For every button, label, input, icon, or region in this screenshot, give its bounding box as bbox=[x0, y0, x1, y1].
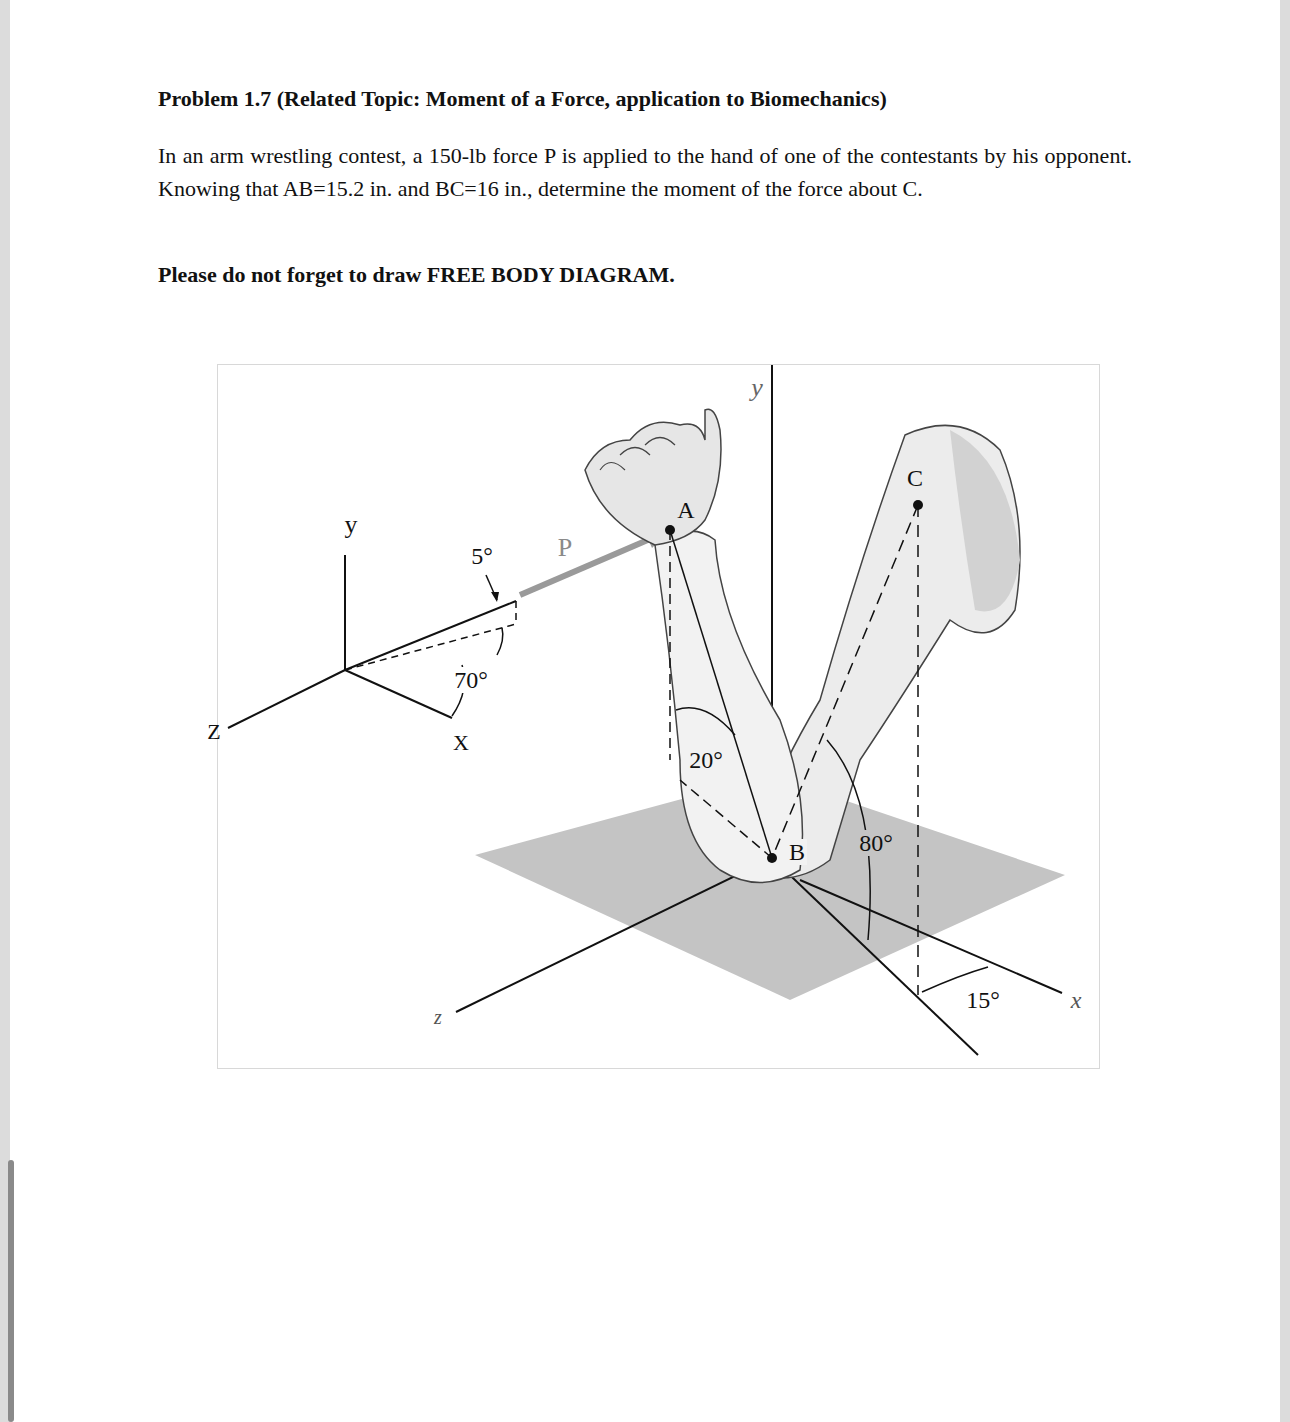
point-label: A bbox=[675, 497, 696, 523]
angle-label: 20° bbox=[687, 747, 725, 773]
arrowhead bbox=[491, 592, 499, 602]
scrollbar bbox=[8, 1160, 14, 1422]
instruction-note: Please do not forget to draw FREE BODY D… bbox=[158, 258, 1132, 291]
projection-lines bbox=[345, 601, 516, 670]
axis-label: z bbox=[432, 1006, 444, 1028]
angle-label: 80° bbox=[857, 830, 895, 856]
point-label: B bbox=[787, 839, 807, 865]
problem-statement: In an arm wrestling contest, a 150-lb fo… bbox=[158, 139, 1132, 205]
forearm bbox=[655, 531, 803, 882]
axes bbox=[456, 365, 1062, 1055]
point-dot bbox=[665, 525, 675, 535]
axis-label: x bbox=[1069, 987, 1084, 1013]
axis-label: X bbox=[451, 731, 471, 755]
figure-frame bbox=[218, 365, 1100, 1069]
point-dot bbox=[767, 853, 777, 863]
geometry-lines bbox=[670, 505, 988, 995]
axis-label: y bbox=[749, 374, 765, 402]
point-dot bbox=[913, 500, 923, 510]
axis-label: y bbox=[343, 511, 360, 539]
angle-label: 5° bbox=[469, 543, 495, 569]
angle-label: 15° bbox=[964, 987, 1002, 1013]
finger-lines bbox=[600, 438, 675, 471]
force-arrow bbox=[520, 539, 650, 595]
point-label: C bbox=[905, 465, 925, 491]
problem-title: Problem 1.7 (Related Topic: Moment of a … bbox=[158, 86, 1138, 112]
axes bbox=[228, 555, 516, 728]
angle-arc bbox=[497, 628, 503, 655]
axis-label: Z bbox=[205, 720, 222, 744]
angle-label: 70° bbox=[452, 667, 490, 693]
page-edge bbox=[1280, 0, 1290, 1422]
fist bbox=[585, 409, 721, 545]
force-label: P bbox=[556, 534, 574, 562]
arm-shade bbox=[950, 430, 1020, 611]
